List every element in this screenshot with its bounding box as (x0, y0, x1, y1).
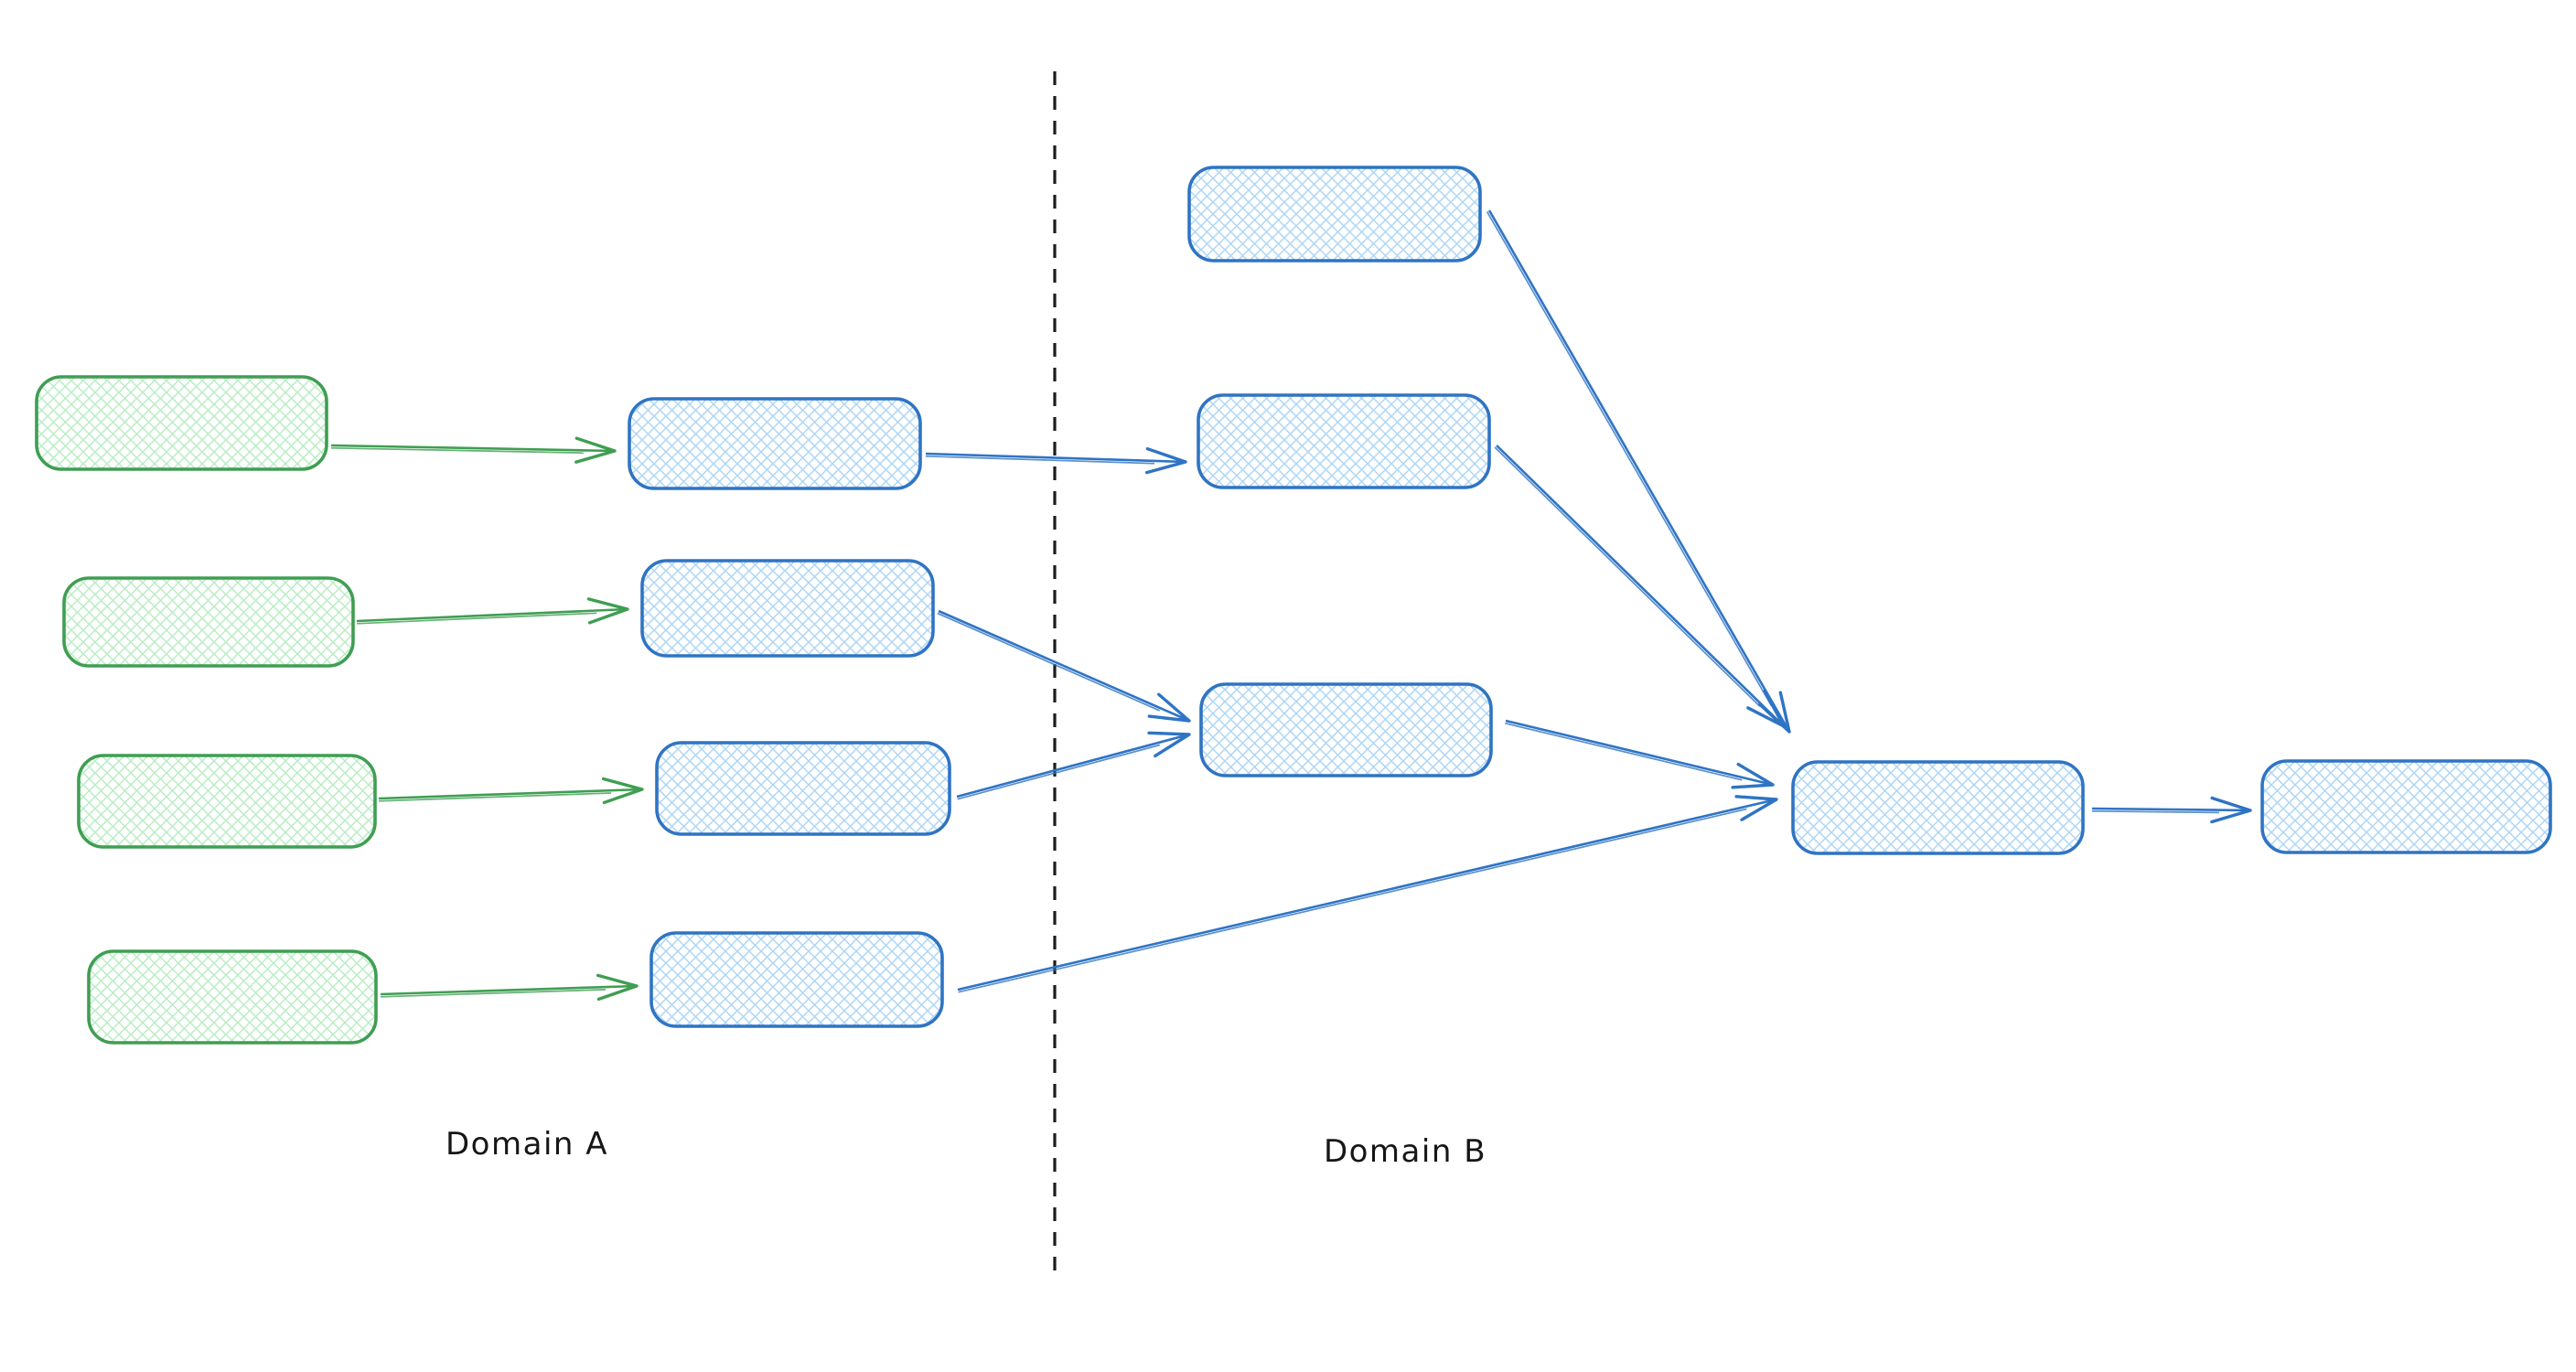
edge-source4-to-stage4[interactable] (380, 973, 639, 1002)
node-domain-a-stage-1[interactable] (628, 397, 922, 490)
node-domain-a-source-2[interactable] (62, 576, 355, 668)
node-domain-b-node-2[interactable] (1197, 393, 1491, 489)
edge-sketch-stage1-to-bnode2 (925, 455, 1154, 465)
edge-sketch-bnode1-to-hub (1486, 210, 1773, 707)
domain-b-label[interactable]: Domain B (1324, 1133, 1487, 1170)
node-domain-a-stage-2[interactable] (640, 559, 935, 658)
node-domain-a-source-3[interactable] (77, 754, 377, 849)
edge-bnode3-to-hub[interactable] (1505, 719, 1775, 789)
edge-sketch-source2-to-stage2 (357, 612, 597, 625)
edge-sketch-stage2-to-bnode3 (937, 612, 1161, 712)
edge-hub-to-output[interactable] (2091, 796, 2252, 824)
edge-bnode2-to-hub[interactable] (1496, 445, 1786, 728)
node-domain-a-source-4[interactable] (87, 949, 378, 1045)
edge-sketch-source1-to-stage1 (330, 446, 584, 454)
edge-sketch-bnode3-to-hub (1505, 722, 1743, 781)
edge-source1-to-stage1[interactable] (330, 436, 617, 464)
edge-sketch-source4-to-stage4 (381, 989, 606, 998)
node-domain-a-source-1[interactable] (35, 375, 328, 471)
edge-sketch-bnode2-to-hub (1494, 446, 1761, 707)
edge-sketch-stage4-to-hub (958, 808, 1747, 993)
edge-sketch-stage3-to-bnode3 (957, 744, 1161, 800)
node-domain-a-stage-4[interactable] (649, 931, 944, 1028)
domain-a-label[interactable]: Domain A (445, 1126, 608, 1163)
node-domain-b-hub[interactable] (1791, 760, 2085, 855)
edge-stage4-to-hub[interactable] (957, 795, 1778, 991)
edge-source2-to-stage2[interactable] (356, 597, 629, 625)
edge-sketch-hub-to-output (2091, 809, 2219, 814)
node-domain-b-output[interactable] (2260, 759, 2552, 854)
edge-bnode1-to-hub[interactable] (1487, 209, 1791, 734)
edge-source3-to-stage3[interactable] (378, 777, 644, 805)
edge-stage3-to-bnode3[interactable] (956, 731, 1191, 799)
node-domain-a-stage-3[interactable] (655, 741, 951, 836)
edge-stage2-to-bnode3[interactable] (938, 609, 1191, 723)
edge-stage1-to-bnode2[interactable] (925, 446, 1187, 475)
node-domain-b-node-3[interactable] (1199, 682, 1493, 777)
node-domain-b-node-1[interactable] (1187, 166, 1482, 263)
edge-sketch-source3-to-stage3 (379, 792, 612, 802)
